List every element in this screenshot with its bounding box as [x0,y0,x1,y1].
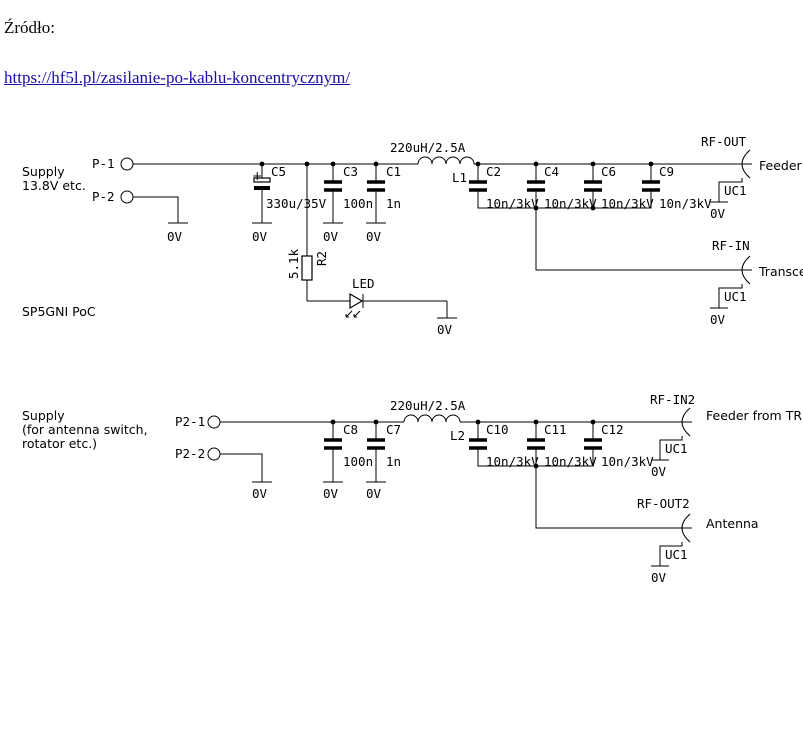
gnd-label: 0V [167,229,183,244]
c4-label: C4 [544,164,559,179]
rf-out2-label: RF-OUT2 [637,496,690,511]
gnd-label: 0V [366,486,382,501]
r2-label: R2 [314,251,329,266]
gnd-label: 0V [366,229,382,244]
c10-value: 10n/3kV [486,454,539,469]
schematic-diagram: Supply 13.8V etc. P-1 P-2 0V + 0V C5 330… [22,134,803,585]
uc1-label: UC1 [724,289,747,304]
feeder-from-label: Feeder from TR [706,408,802,423]
c1-value: 1n [386,196,401,211]
top-supply-label-1: Supply [22,164,65,179]
r2-value: 5.1k [286,248,301,279]
led-label: LED [352,276,375,291]
c12-label: C12 [601,422,624,437]
c8-label: C8 [343,422,358,437]
uc1-label: UC1 [665,441,688,456]
l2-value: 220uH/2.5A [390,398,466,413]
bottom-supply-label-3: rotator etc.) [22,436,97,451]
c2-value: 10n/3kV [486,196,539,211]
p22-ground-wire [220,453,263,482]
c11-label: C11 [544,422,567,437]
c5-plus-sign: + [252,168,262,183]
c6-label: C6 [601,164,616,179]
c12-value: 10n/3kV [601,454,654,469]
p1-terminal[interactable] [120,157,134,171]
c9-label: C9 [659,164,674,179]
gnd-label: 0V [252,229,268,244]
l1-label: L1 [452,170,467,185]
gnd-label: 0V [252,486,268,501]
c8-value: 100n [343,454,373,469]
c6-value: 10n/3kV [601,196,654,211]
gnd-label: 0V [710,312,726,327]
junction [590,205,596,211]
p21-label: P2-1 [175,414,205,429]
bottom-supply-label-1: Supply [22,408,65,423]
c4-value: 10n/3kV [544,196,597,211]
c10-label: C10 [486,422,509,437]
c5-value: 330u/35V [266,196,327,211]
top-supply-label-2: 13.8V etc. [22,178,86,193]
antenna-label: Antenna [706,516,759,531]
gnd-label: 0V [323,486,339,501]
rf-in-label: RF-IN [712,238,750,253]
rf-out-label: RF-OUT [701,134,747,149]
p2-ground-wire [133,196,179,223]
source-link[interactable]: https://hf5l.pl/zasilanie-po-kablu-konce… [4,68,351,87]
c7-value: 1n [386,454,401,469]
l1-value: 220uH/2.5A [390,140,466,155]
hv-cap-bus [477,190,652,209]
c3-label: C3 [343,164,358,179]
feeder-label: Feeder [759,158,803,173]
uc1-label: UC1 [665,547,688,562]
p21-terminal[interactable] [207,415,221,429]
p22-label: P2-2 [175,446,205,461]
uc1-label: UC1 [724,183,747,198]
p2-label: P-2 [92,189,115,204]
p2-terminal[interactable] [120,190,134,204]
rf-in-wire [535,208,736,271]
c1-label: C1 [386,164,401,179]
led-diode [349,292,364,310]
transceiver-label: Transce [758,264,803,279]
c5-capacitor [253,177,271,183]
gnd-label: 0V [710,206,726,221]
rf-in2-label: RF-IN2 [650,392,695,407]
gnd-label: 0V [437,322,453,337]
p1-label: P-1 [92,156,115,171]
gnd-label: 0V [651,570,667,585]
gnd-label: 0V [323,229,339,244]
top-circuit: Supply 13.8V etc. P-1 P-2 0V + 0V C5 330… [22,134,803,337]
c2-label: C2 [486,164,501,179]
bottom-supply-label-2: (for antenna switch, [22,422,148,437]
source-label: Źródło: [4,18,55,37]
l1-inductor [417,156,475,165]
c3-value: 100n [343,196,373,211]
c5-label: C5 [271,164,286,179]
bottom-circuit: Supply (for antenna switch, rotator etc.… [22,392,802,585]
rf-out2-wire [535,466,677,529]
l2-label: L2 [450,428,465,443]
gnd-label: 0V [651,464,667,479]
p22-terminal[interactable] [207,447,221,461]
led-light-arrows [345,310,361,318]
c9-value: 10n/3kV [659,196,712,211]
r2-resistor [301,255,313,281]
credit-label: SP5GNI PoC [22,304,96,319]
c11-value: 10n/3kV [544,454,597,469]
l2-inductor [403,414,461,423]
c7-label: C7 [386,422,401,437]
